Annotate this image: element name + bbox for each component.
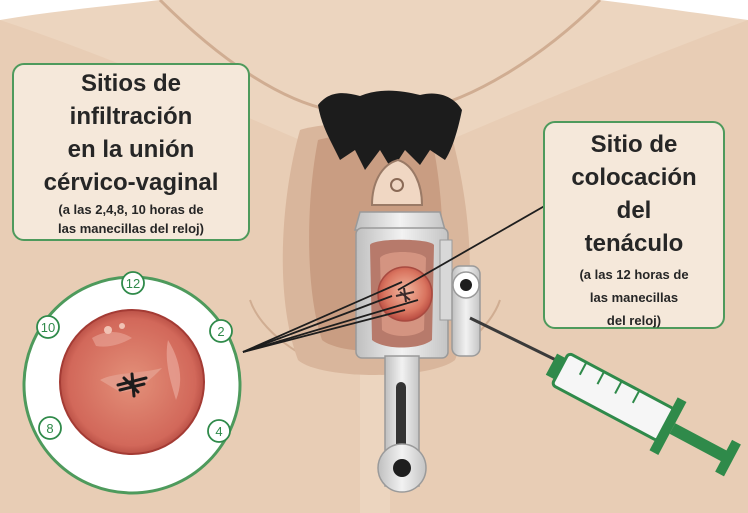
tenaculum-title-line: del xyxy=(545,194,723,227)
zoom-circle xyxy=(24,277,240,493)
clock-label-8: 8 xyxy=(39,417,61,439)
infiltration-subtitle-line: (a las 2,4,8, 10 horas de xyxy=(14,201,248,218)
tenaculum-title-line: tenáculo xyxy=(545,227,723,260)
svg-text:10: 10 xyxy=(41,320,55,335)
tenaculum-title-line: Sitio de xyxy=(545,128,723,161)
tenaculum-subtitle-line: del reloj) xyxy=(545,312,723,329)
tenaculum-icon xyxy=(452,266,480,356)
clock-label-2: 2 xyxy=(210,320,232,342)
infiltration-subtitle-line: las manecillas del reloj) xyxy=(14,220,248,237)
tenaculum-subtitle-line: las manecillas xyxy=(545,289,723,306)
svg-text:4: 4 xyxy=(215,424,222,439)
svg-text:2: 2 xyxy=(217,324,224,339)
clock-label-4: 4 xyxy=(208,420,230,442)
clock-label-10: 10 xyxy=(37,316,59,338)
svg-text:8: 8 xyxy=(46,421,53,436)
tenaculum-title-line: colocación xyxy=(545,161,723,194)
infiltration-title-line: Sitios de xyxy=(14,67,248,100)
infiltration-title-line: infiltración xyxy=(14,100,248,133)
svg-text:12: 12 xyxy=(126,276,140,291)
clock-label-12: 12 xyxy=(122,272,144,294)
infiltration-title-line: cérvico-vaginal xyxy=(14,166,248,199)
infiltration-callout: Sitios de infiltración en la unión cérvi… xyxy=(12,63,250,241)
tenaculum-subtitle-line: (a las 12 horas de xyxy=(545,266,723,283)
tenaculum-callout: Sitio de colocación del tenáculo (a las … xyxy=(543,121,725,329)
infiltration-title-line: en la unión xyxy=(14,133,248,166)
